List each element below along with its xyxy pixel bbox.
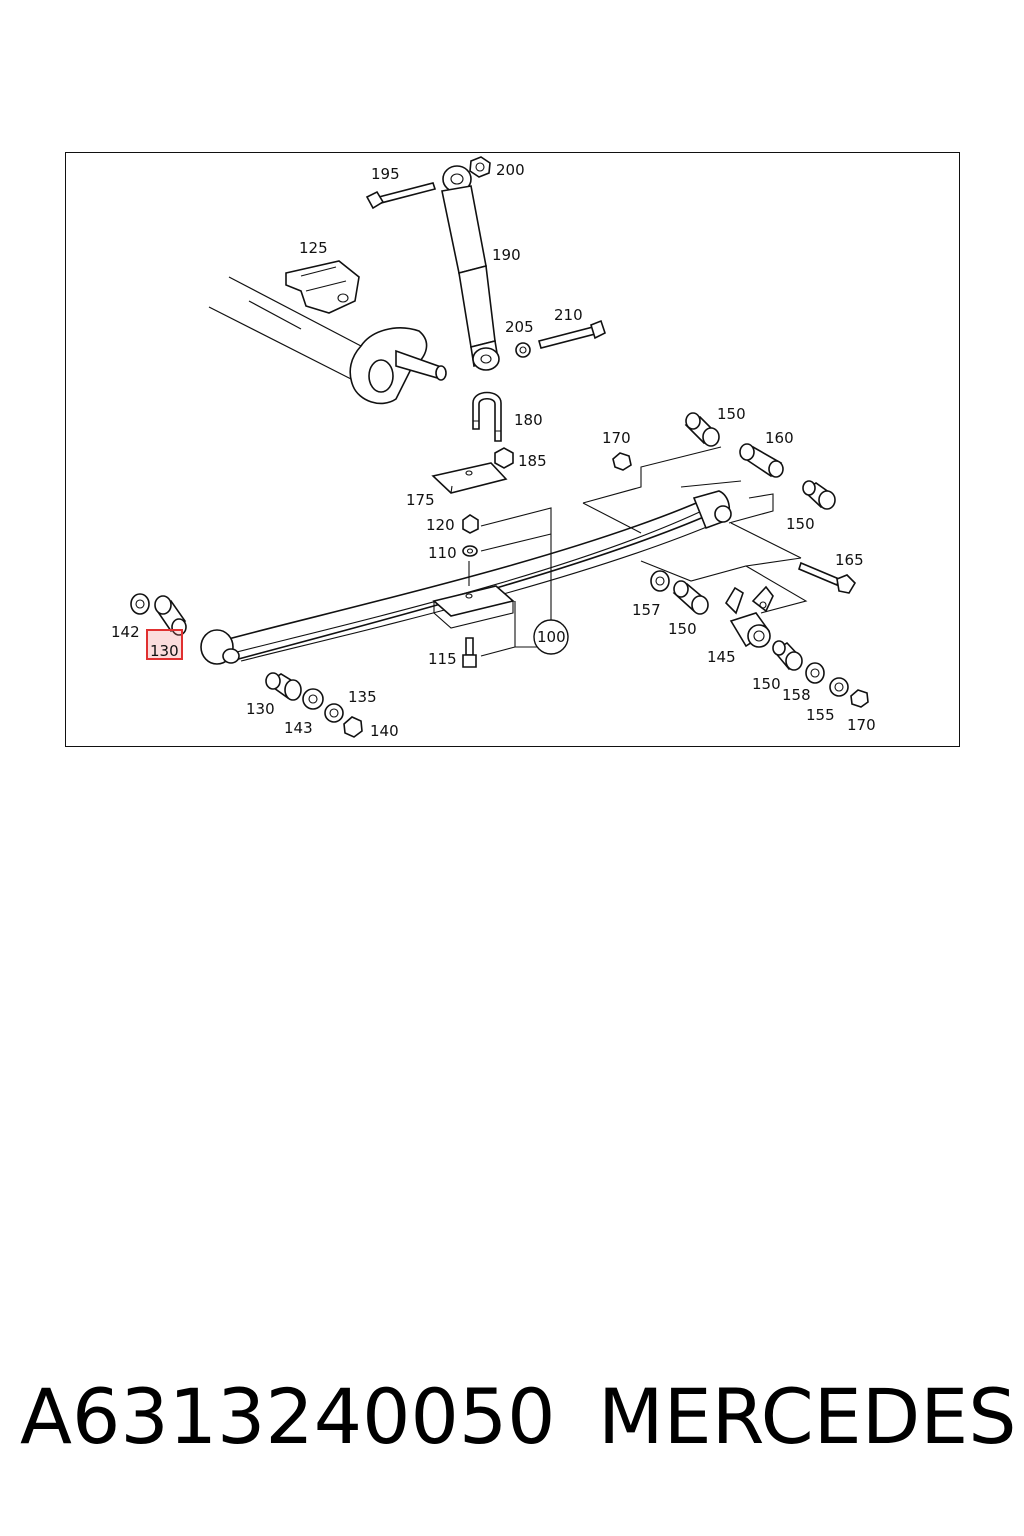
- callout-155: 155: [806, 706, 835, 724]
- callout-200: 200: [496, 161, 525, 179]
- washer-155: [829, 677, 849, 697]
- callout-158: 158: [782, 686, 811, 704]
- callout-130-highlighted: 130: [150, 642, 179, 660]
- shackle-145: [724, 585, 774, 648]
- callout-160: 160: [765, 429, 794, 447]
- callout-205: 205: [505, 318, 534, 336]
- callout-100: 100: [537, 628, 566, 646]
- washer-142: [130, 593, 150, 615]
- callout-150-lower: 150: [668, 620, 697, 638]
- washer-157: [650, 570, 670, 592]
- axle-beam: [208, 276, 362, 380]
- callout-115: 115: [428, 650, 457, 668]
- nut-120: [462, 514, 479, 534]
- callout-170-upper: 170: [602, 429, 631, 447]
- shock-absorber: [441, 165, 500, 371]
- nut-170-lower: [850, 689, 869, 708]
- parts-diagram: 195 200 190 125 205 210 180 185 175 170 …: [65, 152, 960, 747]
- caption: A6313240050 MERCEDES: [20, 1372, 1016, 1472]
- u-bolt-180: [472, 391, 502, 442]
- bushing-150-upper: [684, 412, 720, 447]
- part-number: A6313240050: [20, 1372, 556, 1461]
- plate-175: [431, 462, 508, 494]
- washer-205: [515, 342, 531, 358]
- callout-210: 210: [554, 306, 583, 324]
- callout-180: 180: [514, 411, 543, 429]
- callout-157: 157: [632, 601, 661, 619]
- bushing-130-upper: [154, 595, 187, 636]
- callout-185: 185: [518, 452, 547, 470]
- callout-150-bottom: 150: [752, 675, 781, 693]
- nut-140: [343, 716, 363, 738]
- bushing-150-lower: [672, 580, 709, 615]
- callout-140: 140: [370, 722, 399, 740]
- spring-seat-bracket: [349, 327, 447, 405]
- nut-200: [469, 156, 491, 178]
- brand-name: MERCEDES: [598, 1372, 1017, 1461]
- bolt-165: [798, 561, 857, 594]
- nut-185: [494, 447, 514, 469]
- callout-142: 142: [111, 623, 140, 641]
- bushing-130-lower: [265, 672, 302, 701]
- bolt-210: [538, 319, 606, 349]
- bolt-195: [365, 182, 437, 210]
- bump-stop-125: [285, 260, 360, 314]
- bolt-115: [462, 637, 477, 668]
- leaf-spring: [200, 490, 732, 665]
- washer-158: [805, 662, 825, 684]
- callout-190: 190: [492, 246, 521, 264]
- callout-145: 145: [707, 648, 736, 666]
- callout-135: 135: [348, 688, 377, 706]
- callout-125: 125: [299, 239, 328, 257]
- sleeve-160: [739, 443, 784, 478]
- highlight-box-130: [146, 629, 183, 660]
- callout-195: 195: [371, 165, 400, 183]
- callout-170-lower: 170: [847, 716, 876, 734]
- bushing-150-right: [802, 480, 836, 510]
- leaf-spring-exploded-view: 195 200 190 125 205 210 180 185 175 170 …: [111, 156, 876, 740]
- washer-143: [302, 688, 324, 710]
- leader-lines: [468, 446, 808, 657]
- washer-110: [462, 545, 478, 557]
- callout-150-right: 150: [786, 515, 815, 533]
- callout-130-lower: 130: [246, 700, 275, 718]
- bushing-150-bottom: [772, 640, 803, 671]
- callout-150-upper: 150: [717, 405, 746, 423]
- washer-135: [324, 703, 344, 723]
- callout-175: 175: [406, 491, 435, 509]
- callout-143: 143: [284, 719, 313, 737]
- callout-165: 165: [835, 551, 864, 569]
- nut-170-upper: [612, 452, 632, 471]
- callout-110: 110: [428, 544, 457, 562]
- callout-circle-100: [533, 619, 569, 655]
- callout-120: 120: [426, 516, 455, 534]
